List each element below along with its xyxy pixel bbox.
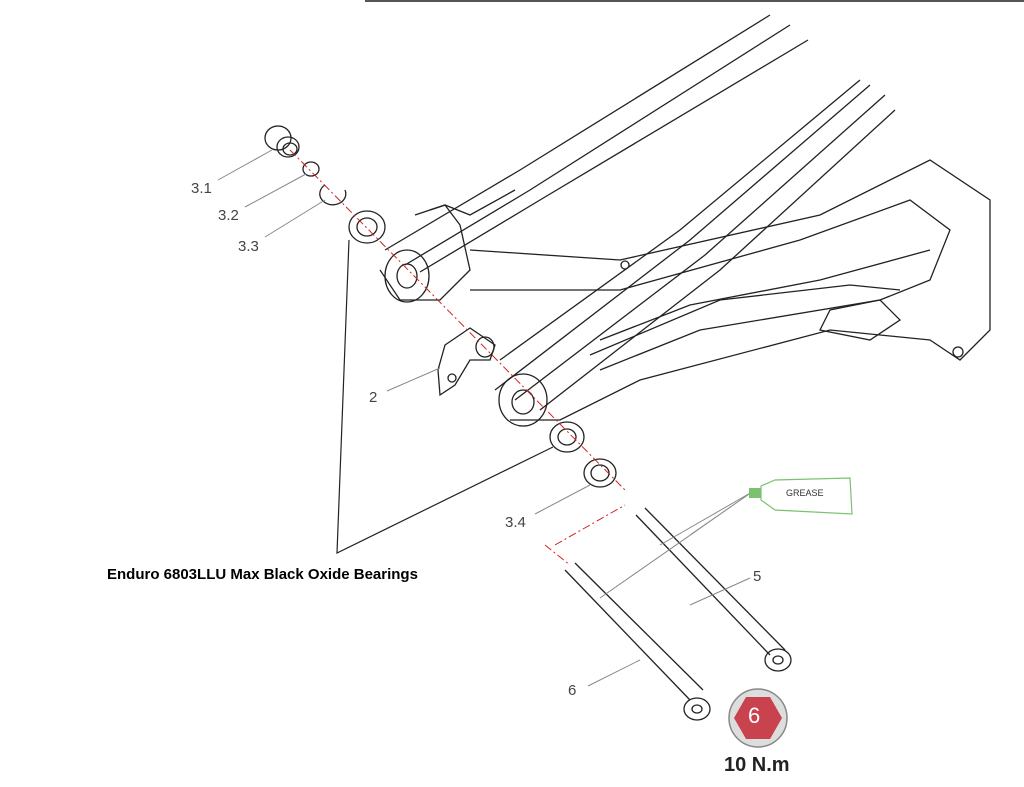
grease-label: GREASE [786, 488, 824, 498]
leader-lines [217, 149, 753, 687]
grease-tube-icon [749, 477, 853, 515]
callout-6: 6 [568, 682, 577, 699]
callout-2: 2 [369, 389, 378, 406]
bearing-label: Enduro 6803LLU Max Black Oxide Bearings [107, 566, 418, 583]
hex-key-icon [728, 688, 788, 748]
hex-key-size: 6 [748, 703, 761, 728]
callout-3-4: 3.4 [505, 514, 526, 531]
callout-3-2: 3.2 [218, 207, 239, 224]
callout-3-1: 3.1 [191, 180, 212, 197]
torque-value: 10 N.m [724, 754, 790, 776]
callout-5: 5 [753, 568, 762, 585]
callout-3-3: 3.3 [238, 238, 259, 255]
frame-outline [264, 14, 991, 721]
